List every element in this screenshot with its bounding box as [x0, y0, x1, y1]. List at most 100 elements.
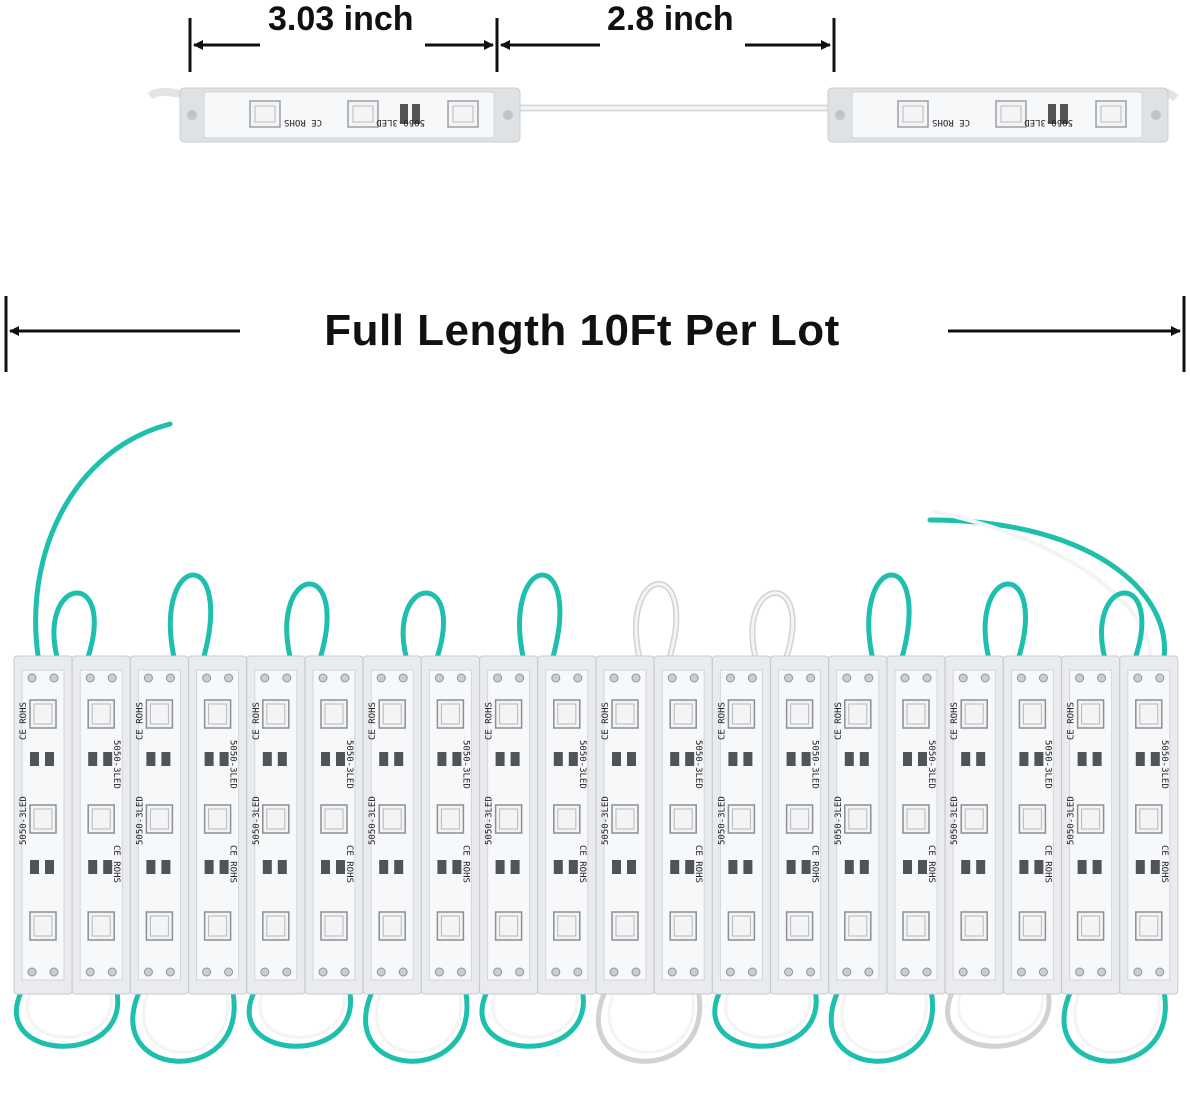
module-print-model: 5050-3LED	[950, 796, 960, 845]
resistor	[30, 752, 39, 766]
wire-loop-bottom	[596, 972, 703, 1064]
resistor	[743, 860, 753, 874]
wire-loop-top-highlight	[751, 591, 795, 669]
led-lens	[673, 808, 693, 830]
solder-pad	[609, 967, 619, 977]
resistor	[452, 752, 462, 766]
solder-pad	[143, 673, 153, 683]
resistor	[1077, 860, 1087, 874]
resistor	[801, 752, 811, 766]
resistor	[1092, 860, 1102, 874]
wire-loop-bottom-white	[956, 973, 1045, 1039]
solder-pad	[900, 673, 910, 683]
solder-pad	[398, 673, 408, 683]
solder-pad	[493, 673, 503, 683]
solder-pad	[842, 967, 852, 977]
led-lens	[1022, 703, 1042, 725]
wire-loop-bottom	[363, 972, 470, 1064]
resistor	[161, 860, 171, 874]
wire-loop-bottom-white	[840, 973, 928, 1054]
solder-pad	[980, 673, 990, 683]
solder-pad	[282, 673, 292, 683]
led-lens	[790, 703, 810, 725]
module-print-model: 5050-3LED	[135, 796, 145, 845]
solder-pad	[260, 967, 270, 977]
led-lens	[1000, 105, 1022, 123]
module-print-model: 5050-3LED	[485, 796, 495, 845]
led-lens	[499, 703, 519, 725]
solder-pad	[573, 967, 583, 977]
resistor	[394, 860, 404, 874]
module-print-model: 5050-3LED	[228, 740, 238, 789]
resistor	[961, 752, 971, 766]
module-print-model: 5050-3LED	[1042, 740, 1052, 789]
solder-pad	[631, 967, 641, 977]
solder-pad	[1097, 673, 1107, 683]
led-lens	[790, 808, 810, 830]
resistor	[510, 860, 520, 874]
resistor	[204, 752, 214, 766]
resistor	[394, 752, 404, 766]
module-print-cert: CE ROHS	[601, 702, 611, 740]
solder-pad	[165, 673, 175, 683]
led-lens	[964, 915, 984, 937]
led-lens	[906, 703, 926, 725]
wire-loop-bottom	[130, 972, 237, 1064]
module-print-model: 5050-3LED	[1067, 796, 1077, 845]
wire-loop-bottom-white	[142, 973, 230, 1054]
resistor	[844, 752, 854, 766]
led-lens	[1081, 915, 1101, 937]
module-print-cert: CE ROHS	[1159, 845, 1169, 883]
resistor	[568, 860, 578, 874]
led-lens	[149, 808, 169, 830]
resistor	[1150, 752, 1160, 766]
wire-loop-top-highlight	[634, 582, 678, 669]
wire-loop-bottom-white	[374, 973, 463, 1054]
led-lens	[324, 915, 344, 937]
led-lens	[352, 105, 374, 123]
led-lens	[33, 808, 53, 830]
solder-pad	[434, 673, 444, 683]
resistor	[45, 752, 54, 766]
led-lens	[91, 703, 111, 725]
resistor	[743, 752, 753, 766]
resistor	[1019, 860, 1029, 874]
resistor	[262, 860, 272, 874]
module-print-cert: CE ROHS	[1042, 845, 1052, 883]
solder-pad	[842, 673, 852, 683]
solder-pad	[747, 673, 757, 683]
solder-pad	[165, 967, 175, 977]
led-lens	[440, 915, 460, 937]
resistor	[627, 752, 636, 766]
resistor	[1150, 860, 1160, 874]
wire-loop-bottom	[828, 972, 936, 1064]
solder-pad	[1016, 673, 1026, 683]
led-lens	[964, 808, 984, 830]
solder-pad	[1133, 967, 1143, 977]
led-lens	[673, 703, 693, 725]
resistor	[612, 752, 621, 766]
solder-pad	[958, 967, 968, 977]
led-lens	[33, 703, 53, 725]
module-print-model: 5050-3LED	[376, 117, 425, 127]
led-lens	[91, 808, 111, 830]
resistor	[859, 860, 869, 874]
solder-pad	[85, 967, 95, 977]
solder-pad	[922, 673, 932, 683]
module-print-cert: CE ROHS	[485, 702, 495, 740]
resistor	[903, 752, 912, 766]
led-lens	[1022, 915, 1042, 937]
led-lens	[1022, 808, 1042, 830]
screw-hole	[503, 110, 513, 120]
resistor	[146, 860, 156, 874]
led-lens	[440, 703, 460, 725]
solder-pad	[318, 967, 328, 977]
solder-pad	[340, 967, 350, 977]
